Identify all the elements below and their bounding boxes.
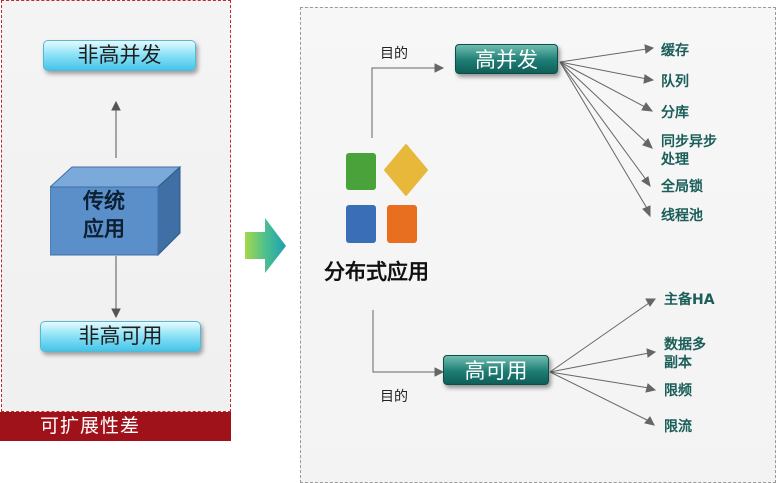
distributed-app-label: 分布式应用 [324, 260, 429, 284]
logo-yellow-diamond [384, 144, 428, 196]
ha-item-rate-freq: 限频 [664, 383, 692, 399]
arrow-down-head [111, 308, 121, 319]
distributed-app-panel [300, 7, 776, 483]
purpose-label-top: 目的 [380, 46, 408, 62]
cube-label-line1: 传统 [83, 189, 125, 213]
high-concurrency-box: 高并发 [455, 44, 558, 74]
left-arrows [111, 100, 121, 319]
hc-item-cache: 缓存 [661, 43, 689, 59]
traditional-app-cube [50, 165, 182, 257]
high-availability-box: 高可用 [443, 355, 549, 385]
ha-item-master-backup: 主备HA [664, 292, 715, 308]
ha-item-data-replicas: 数据多 副本 [664, 337, 706, 371]
cube-label-line2: 应用 [83, 217, 125, 241]
hc-item-queue: 队列 [661, 74, 689, 90]
non-high-availability-box: 非高可用 [40, 321, 201, 352]
ha-item-rate-limit: 限流 [664, 419, 692, 435]
non-high-concurrency-box: 非高并发 [43, 40, 196, 71]
logo-orange-tile [387, 205, 417, 243]
transition-arrow [245, 218, 286, 273]
hc-item-sharding: 分库 [661, 105, 689, 121]
logo-blue-tile [346, 205, 376, 243]
hc-item-sync-async: 同步异步 处理 [661, 134, 717, 168]
hc-item-global-lock: 全局锁 [661, 179, 703, 195]
hc-item-thread-pool: 线程池 [661, 208, 703, 224]
cube-label: 传统 应用 [50, 187, 158, 243]
logo-green-tile [346, 153, 376, 190]
poor-scalability-banner: 可扩展性差 [0, 412, 231, 441]
arrow-up-head [111, 100, 121, 111]
purpose-label-bottom: 目的 [380, 389, 408, 405]
